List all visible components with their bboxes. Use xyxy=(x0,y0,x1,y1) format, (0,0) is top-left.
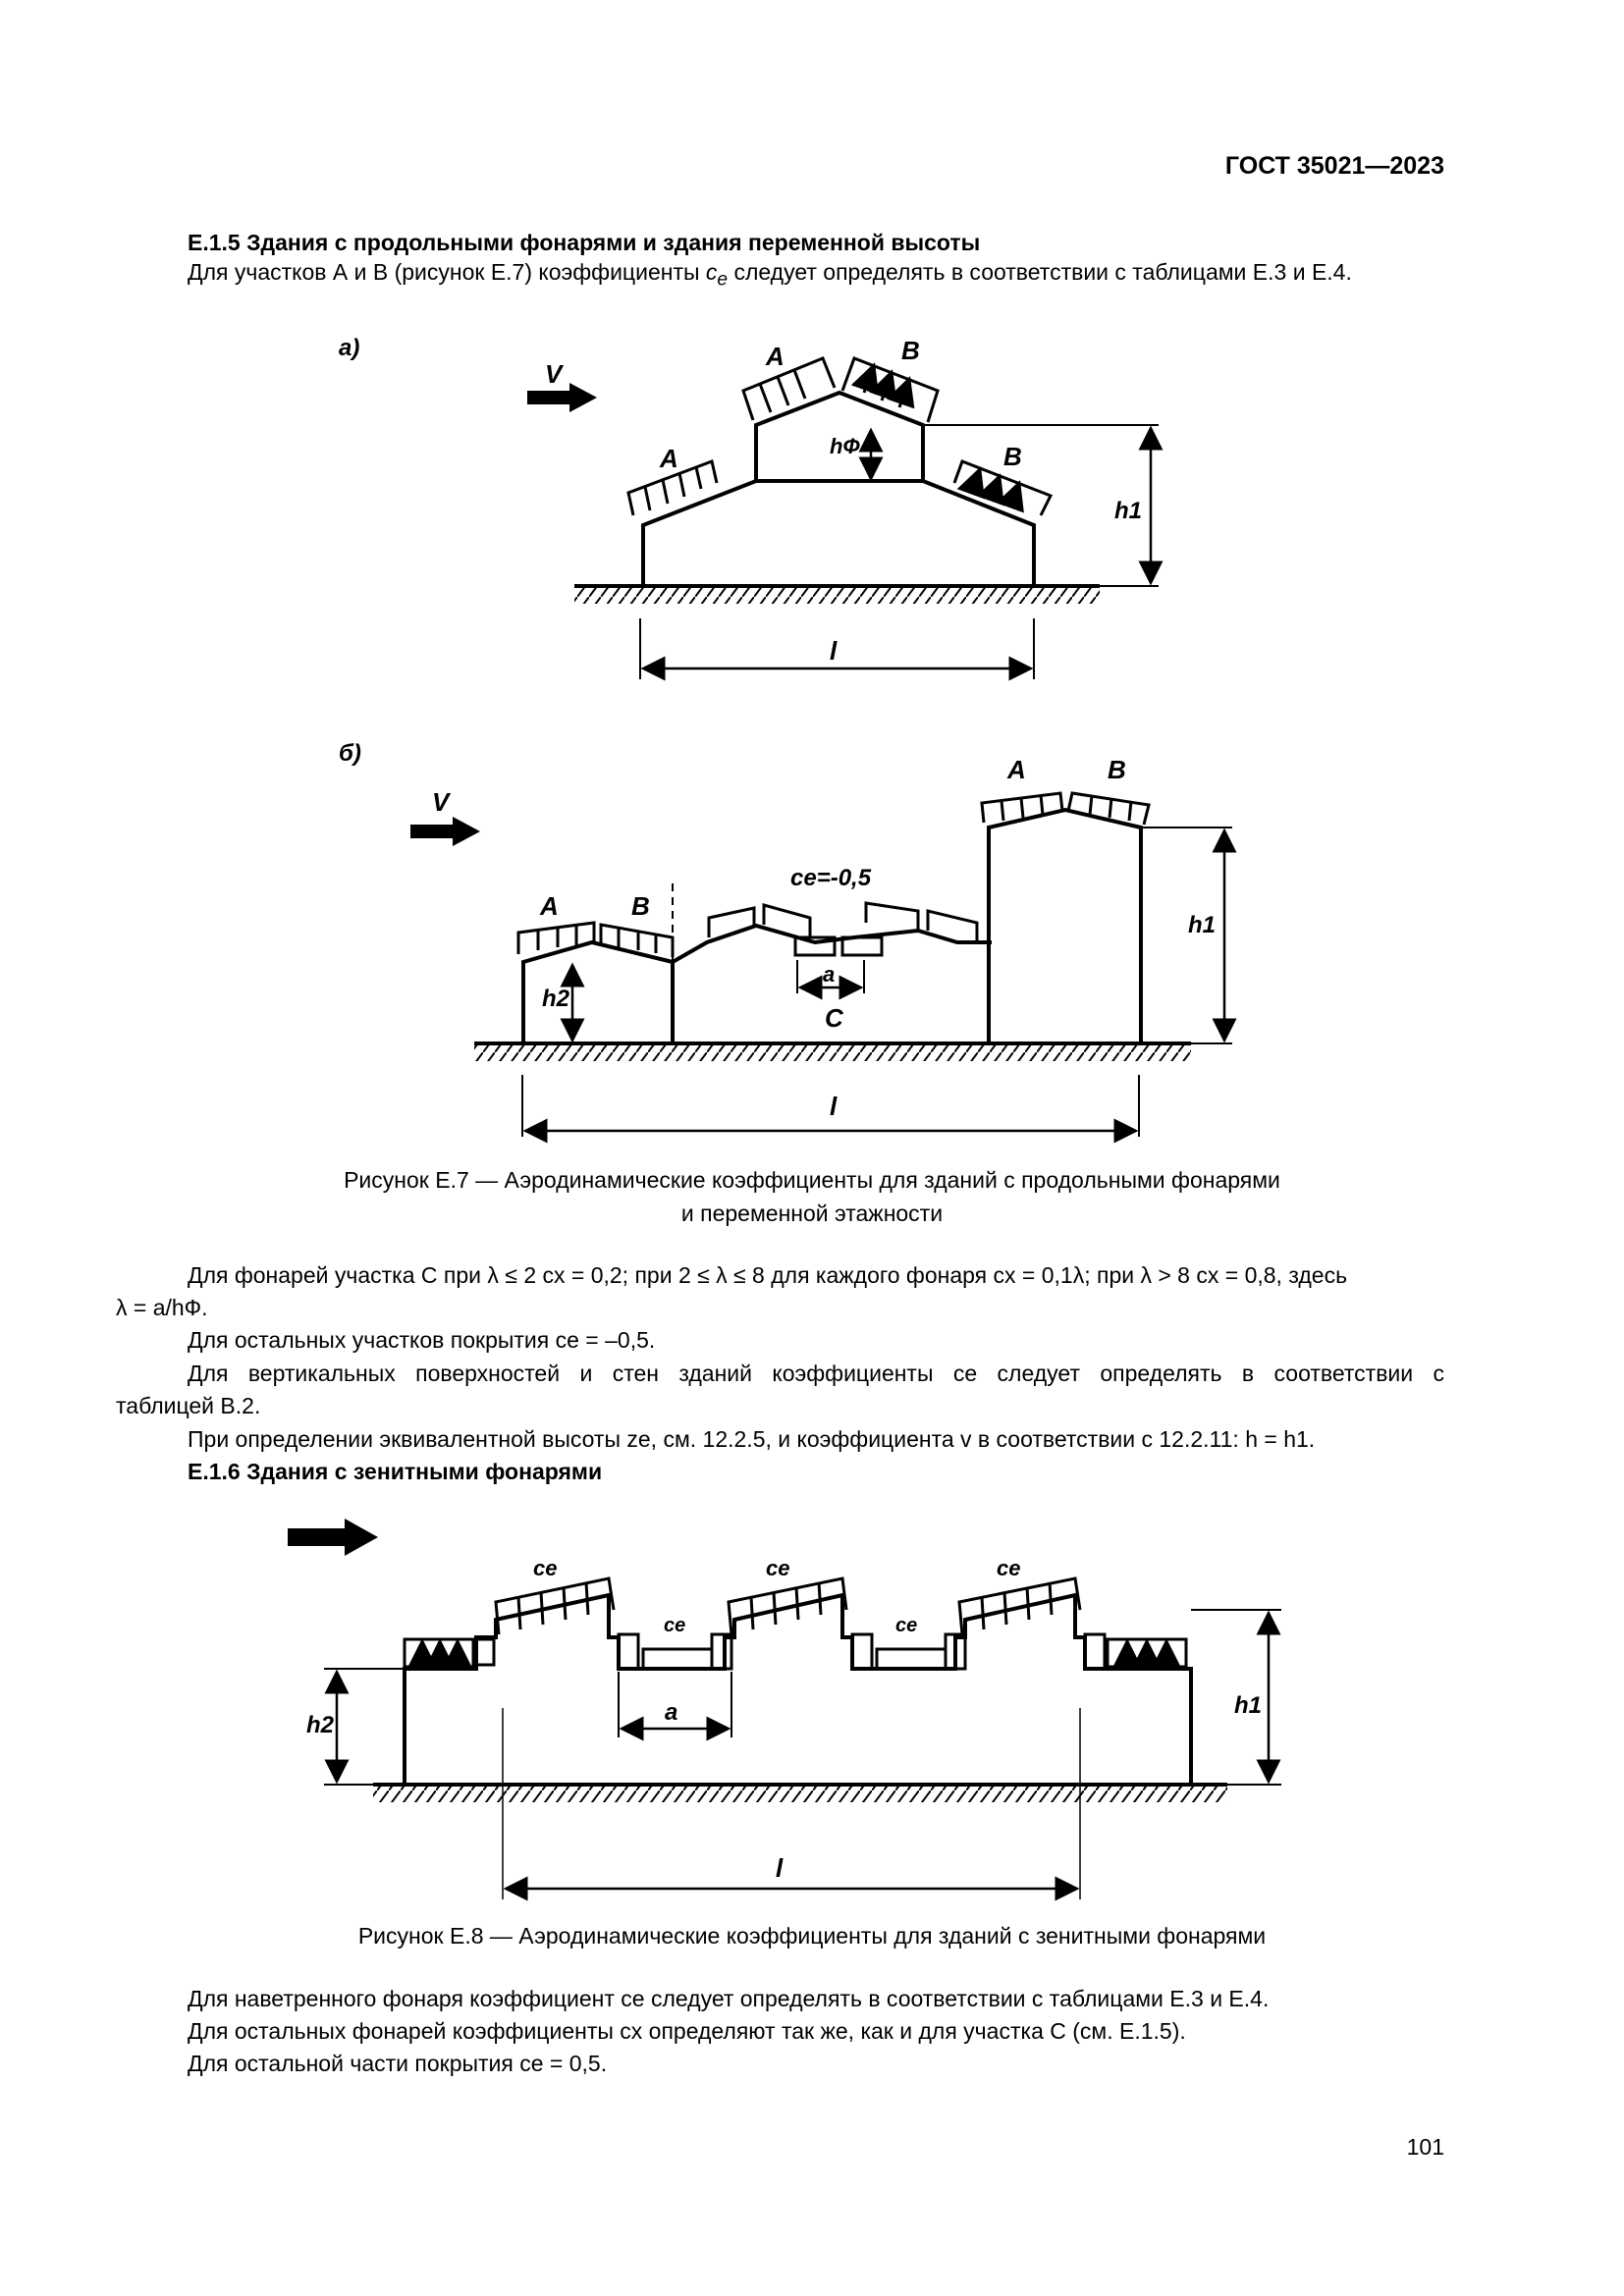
load-b-top xyxy=(840,356,940,423)
h1-label-e8: h1 xyxy=(1234,1692,1262,1719)
intro-text-start: Для участков А и В (рисунок Е.7) коэффиц… xyxy=(188,259,706,285)
ce-label-4: ce xyxy=(664,1615,685,1636)
low-building xyxy=(521,939,675,1043)
para-c-lanterns: Для фонарей участка C при λ ≤ 2 cx = 0,2… xyxy=(188,1262,1348,1288)
load-b-right xyxy=(952,459,1054,516)
length-label-a: l xyxy=(830,636,838,666)
zone-b-label-b1: B xyxy=(631,891,650,921)
zone-a-label-b2: A xyxy=(1006,755,1026,784)
caption-line-2: и переменной этажности xyxy=(680,1201,944,1226)
para-c-lanterns-cont: λ = a/hФ. xyxy=(116,1295,208,1320)
intro-var: c xyxy=(705,259,718,285)
page-number: 101 xyxy=(1406,2134,1444,2160)
wind-arrow-a: V xyxy=(527,359,597,412)
zone-a-label-1: A xyxy=(659,444,678,473)
ground-e8 xyxy=(373,1783,1227,1802)
section-e15-intro: Для участков А и В (рисунок Е.7) коэффиц… xyxy=(188,258,1352,294)
load-a-left xyxy=(626,458,719,516)
loads-e8 xyxy=(403,1576,1188,1671)
ground-a xyxy=(574,584,1100,604)
caption-line-1: Рисунок Е.7 — Аэродинамические коэффицие… xyxy=(344,1167,1280,1193)
ce-label-2: ce xyxy=(766,1556,789,1580)
ce-label-5: ce xyxy=(895,1615,917,1636)
h2-label-b: h2 xyxy=(542,986,570,1012)
para-vertical-2: таблицей В.2. xyxy=(116,1393,261,1418)
para-vertical-1: Для вертикальных поверхностей и стен зда… xyxy=(188,1361,1444,1386)
wind-arrow-b: V xyxy=(410,787,480,846)
para-equivalent-height: При определении эквивалентной высоты ze,… xyxy=(188,1426,1316,1452)
svg-text:V: V xyxy=(432,787,452,817)
length-label-b: l xyxy=(830,1092,838,1121)
section-e15-title: Е.1.5 Здания с продольными фонарями и зд… xyxy=(188,230,981,255)
zone-b-label-1: B xyxy=(901,336,920,365)
tall-building xyxy=(987,807,1143,1043)
h1-label-a: h1 xyxy=(1114,498,1142,524)
h2-label-e8: h2 xyxy=(306,1712,335,1738)
zone-b-label-b2: B xyxy=(1108,755,1126,784)
intro-text-end: следует определять в соответствии с табл… xyxy=(728,259,1352,285)
document-header: ГОСТ 35021—2023 xyxy=(1224,152,1444,180)
figure-e8-caption: Рисунок Е.8 — Аэродинамические коэффицие… xyxy=(357,1923,1267,1949)
panel-a-label: а) xyxy=(339,335,359,361)
length-label-e8: l xyxy=(776,1853,784,1883)
para-windward-lantern: Для наветренного фонаря коэффициент ce с… xyxy=(188,1986,1270,2011)
intro-sub: e xyxy=(717,269,729,291)
ce-value-label: ce=-0,5 xyxy=(790,865,872,891)
svg-text:V: V xyxy=(545,359,565,389)
wind-arrow-e8 xyxy=(288,1519,378,1556)
section-e16-title: Е.1.6 Здания с зенитными фонарями xyxy=(188,1459,603,1484)
loads-b xyxy=(516,791,1151,957)
zone-c-label: C xyxy=(825,1003,844,1033)
spacing-label-b: a xyxy=(823,962,835,987)
ce-label-3: ce xyxy=(997,1556,1020,1580)
spacing-label-e8: a xyxy=(665,1699,677,1726)
zone-a-label-2: A xyxy=(765,342,785,371)
ce-label-1: ce xyxy=(533,1556,557,1580)
para-rest-of-roof: Для остальной части покрытия ce = 0,5. xyxy=(188,2051,608,2076)
zone-a-label-b1: A xyxy=(539,891,559,921)
h1-label-b: h1 xyxy=(1188,912,1216,938)
h-phi-label: hФ xyxy=(830,434,860,458)
panel-b-label: б) xyxy=(339,740,361,767)
load-a-top xyxy=(741,356,837,421)
figure-e7-caption: Рисунок Е.7 — Аэродинамические коэффицие… xyxy=(188,1163,1436,1230)
para-other-lanterns: Для остальных фонарей коэффициенты cx оп… xyxy=(188,2018,1186,2044)
para-other-areas: Для остальных участков покрытия ce = –0,… xyxy=(188,1327,656,1353)
ground-b xyxy=(474,1041,1191,1061)
building-e8 xyxy=(403,1592,1193,1785)
zone-b-label-2: B xyxy=(1003,442,1022,471)
